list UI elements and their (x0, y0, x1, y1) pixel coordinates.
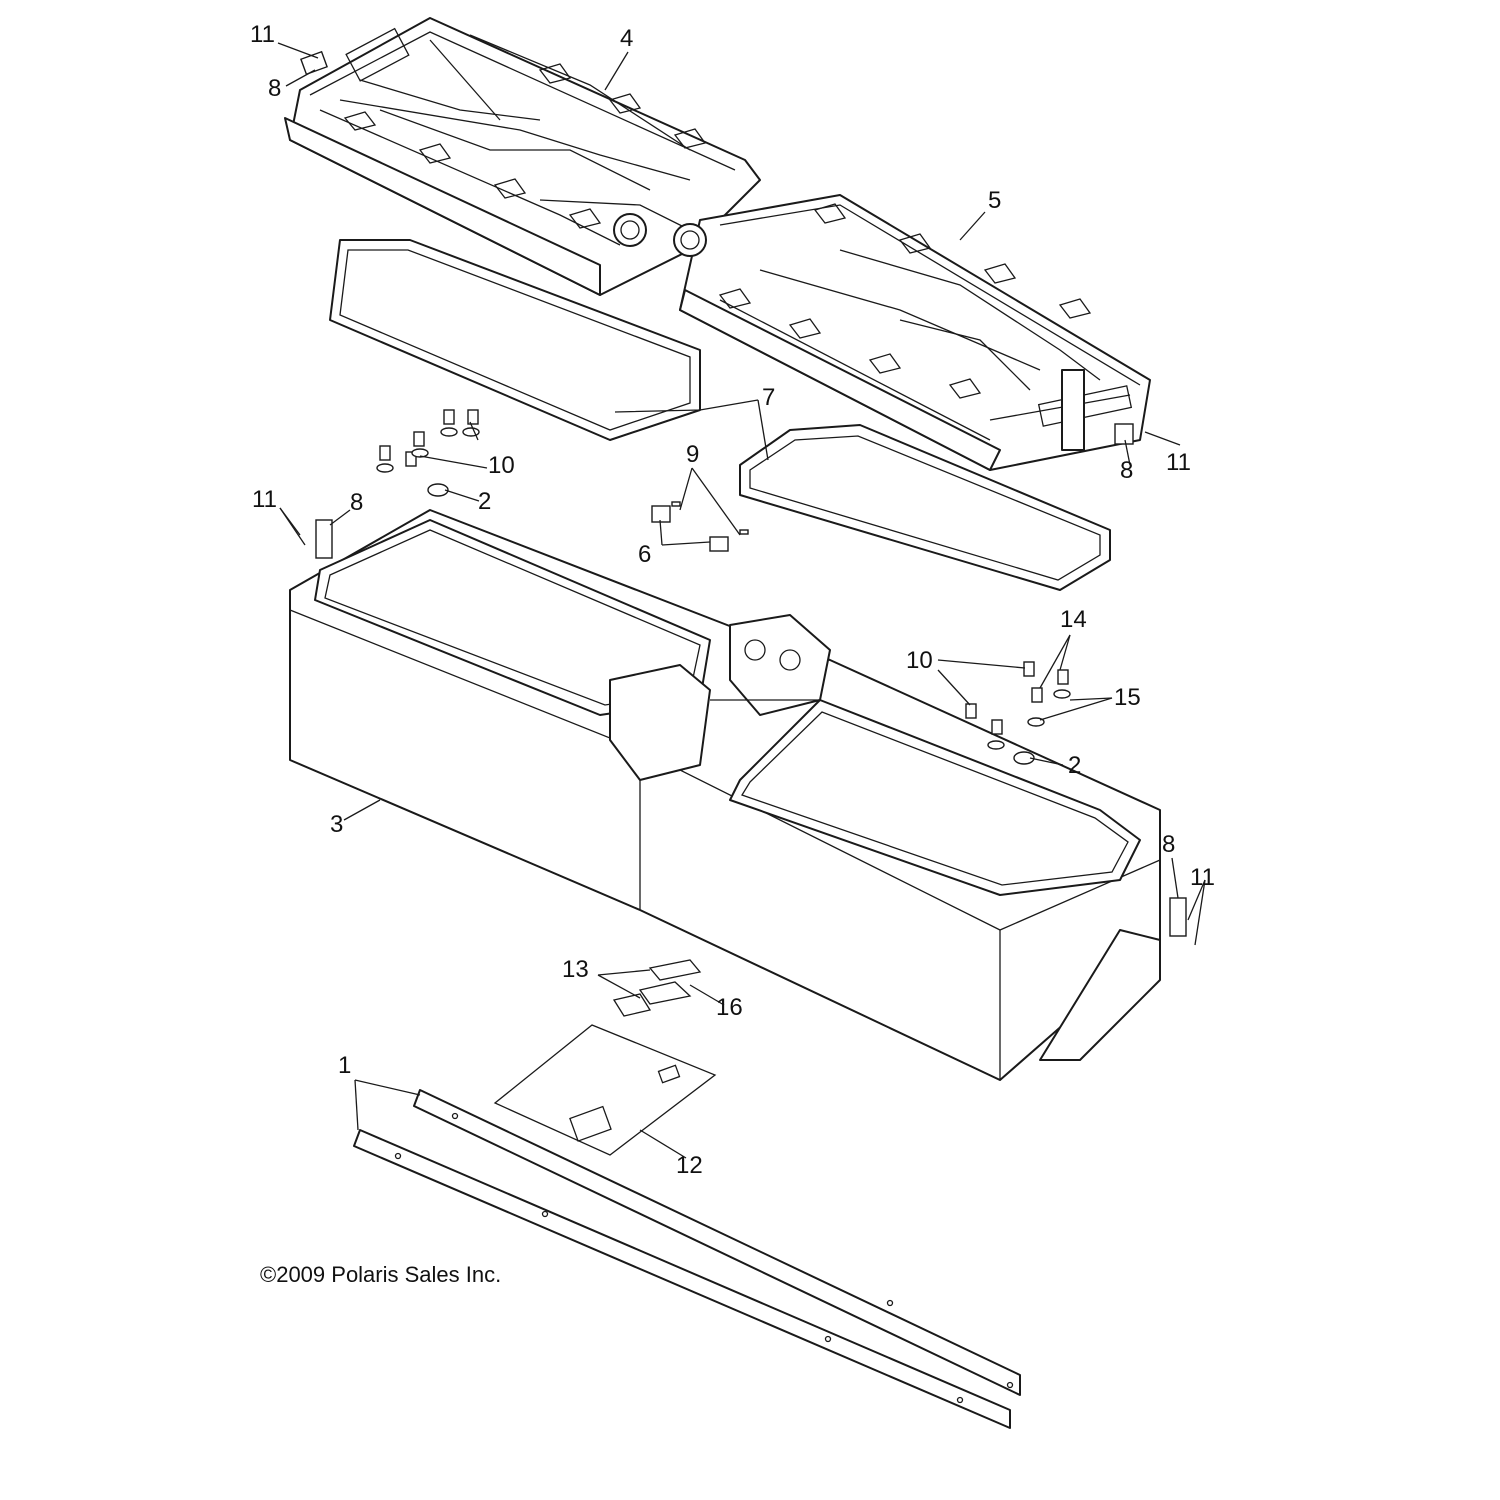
callouts: 11 8 4 5 7 10 2 9 6 8 11 11 8 14 10 15 2… (250, 21, 1215, 1179)
latch-bottom-right (1169, 897, 1187, 937)
leader-lines (277, 42, 1206, 1159)
callout-8: 8 (268, 75, 281, 102)
callout-2: 2 (1068, 752, 1081, 779)
callout-15: 15 (1114, 684, 1141, 711)
callout-11: 11 (250, 21, 275, 48)
callout-2: 2 (478, 488, 491, 515)
callout-1: 1 (338, 1052, 351, 1079)
latch-top-right (1114, 423, 1134, 445)
callout-8: 8 (1120, 457, 1133, 484)
lid-left (284, 17, 761, 296)
fasteners-right (965, 661, 1071, 765)
callout-12: 12 (676, 1152, 703, 1179)
callout-6: 6 (638, 541, 651, 568)
callout-13: 13 (562, 956, 589, 983)
callout-5: 5 (988, 187, 1001, 214)
lid-right (673, 194, 1151, 471)
callout-7: 7 (762, 384, 775, 411)
callout-8: 8 (1162, 831, 1175, 858)
callout-3: 3 (330, 811, 343, 838)
storage-box-base (289, 509, 1161, 1081)
callout-11: 11 (1190, 864, 1215, 891)
callout-11: 11 (252, 486, 277, 513)
callout-11: 11 (1166, 449, 1191, 476)
copyright-notice: ©2009 Polaris Sales Inc. (260, 1262, 501, 1287)
callout-9: 9 (686, 441, 699, 468)
latch-mid-left (315, 519, 333, 559)
callout-4: 4 (620, 25, 633, 52)
callout-8: 8 (350, 489, 363, 516)
seal-right (739, 424, 1111, 591)
callout-16: 16 (716, 994, 743, 1021)
callout-10: 10 (488, 452, 515, 479)
callout-14: 14 (1060, 606, 1087, 633)
decals (493, 959, 717, 1156)
callout-10: 10 (906, 647, 933, 674)
fasteners-left (376, 409, 480, 497)
rails (353, 1089, 1021, 1429)
bracket-hinge-parts (651, 501, 749, 552)
